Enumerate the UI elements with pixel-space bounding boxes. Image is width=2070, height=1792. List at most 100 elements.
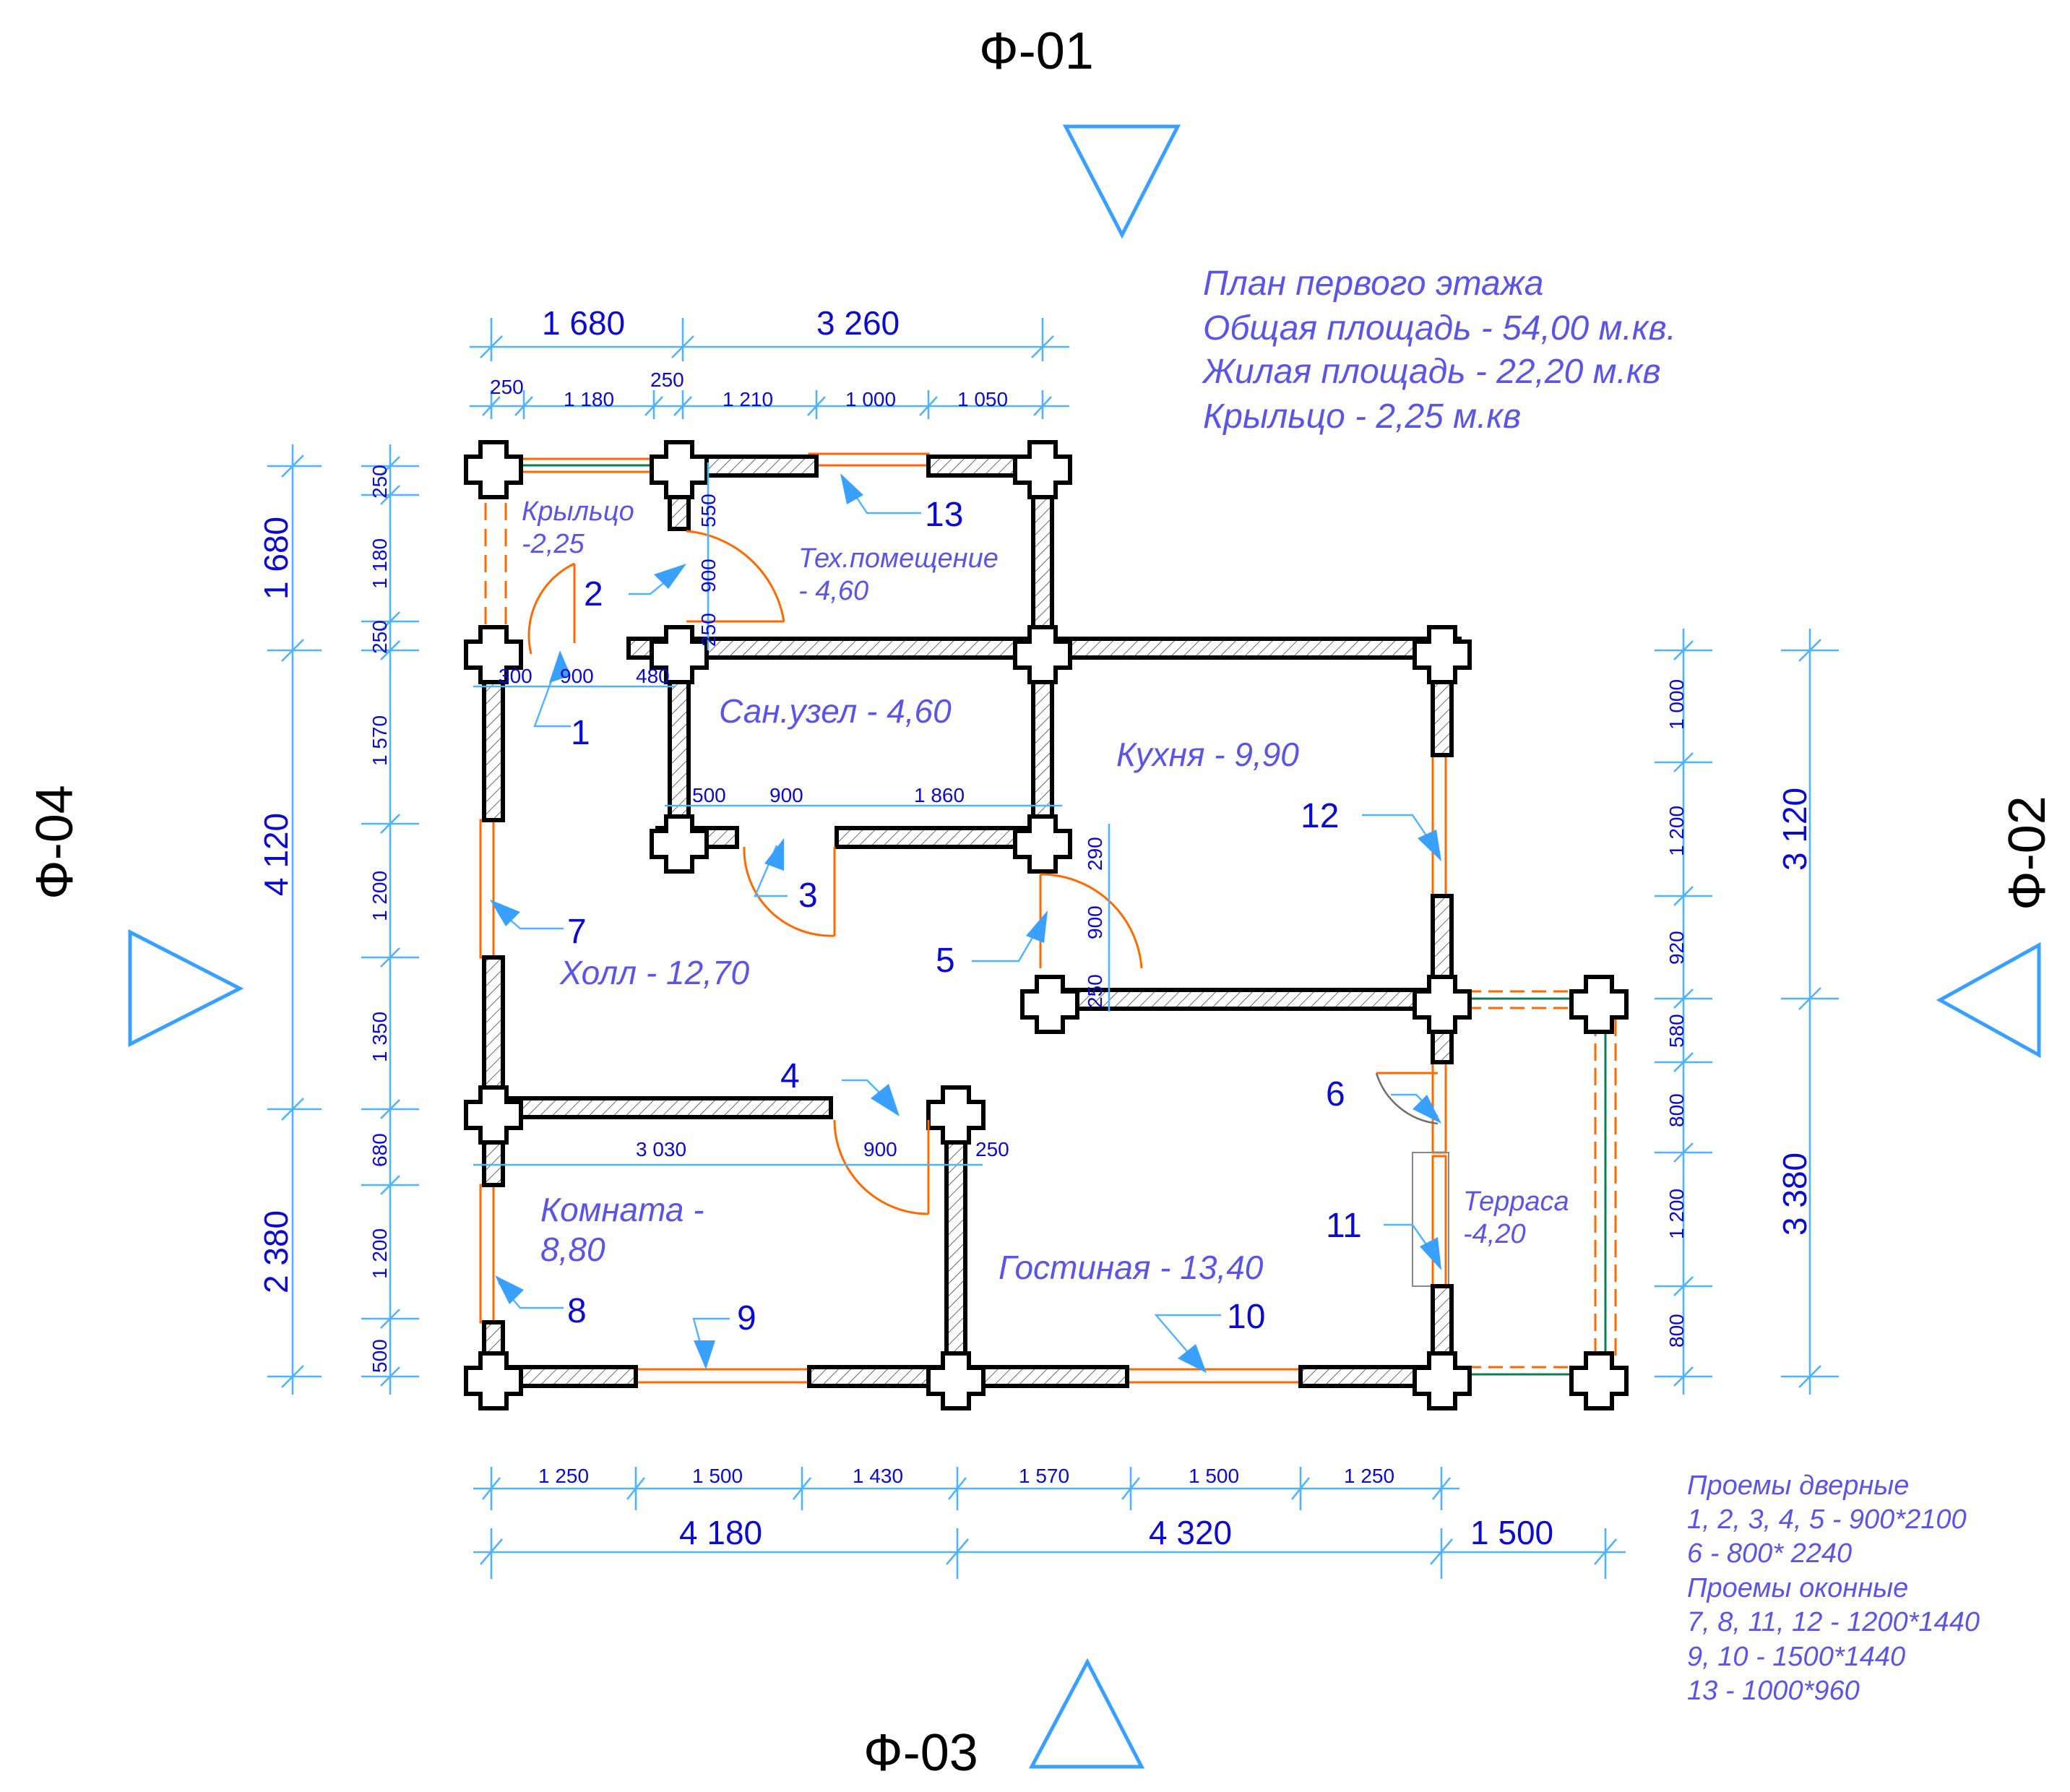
svg-text:6: 6 xyxy=(1326,1075,1345,1113)
svg-text:1 570: 1 570 xyxy=(1019,1465,1069,1487)
svg-text:290: 290 xyxy=(1084,837,1106,871)
svg-text:800: 800 xyxy=(1665,1093,1688,1127)
svg-text:250: 250 xyxy=(1084,974,1106,1008)
svg-text:250: 250 xyxy=(650,369,684,391)
dim-left-main-1: 1 680 xyxy=(257,517,295,600)
room-hall: Холл - 12,70 xyxy=(559,954,750,991)
window-7 xyxy=(479,819,495,959)
facade-triangle-right xyxy=(1936,942,2041,1059)
svg-text:1 200: 1 200 xyxy=(1665,1189,1688,1239)
dimensions-top: 1 680 3 260 250 1 180 250 1 210 1 000 1 … xyxy=(470,304,1069,419)
svg-text:11: 11 xyxy=(1326,1207,1362,1245)
svg-text:1 500: 1 500 xyxy=(1189,1465,1239,1487)
legend-doors-1: 1, 2, 3, 4, 5 - 900*2100 xyxy=(1687,1504,1967,1535)
legend-windows-3: 13 - 1000*960 xyxy=(1687,1676,1860,1706)
svg-text:1 000: 1 000 xyxy=(845,388,896,410)
svg-text:250: 250 xyxy=(975,1138,1009,1160)
svg-text:680: 680 xyxy=(368,1133,391,1167)
marker-7: 7 xyxy=(490,900,587,951)
living-area: Жилая площадь - 22,20 м.кв xyxy=(1202,353,1661,391)
svg-text:1 210: 1 210 xyxy=(723,388,773,410)
porch-area: Крыльцо - 2,25 м.кв xyxy=(1203,397,1521,436)
window-12 xyxy=(1431,754,1447,897)
svg-text:250: 250 xyxy=(368,620,391,654)
svg-text:1 050: 1 050 xyxy=(957,388,1008,410)
legend-windows-2: 9, 10 - 1500*1440 xyxy=(1687,1642,1905,1672)
dim-left-main-3: 2 380 xyxy=(257,1210,295,1293)
room-tech-name: Тех.помещение xyxy=(798,543,999,574)
marker-4: 4 xyxy=(780,1057,900,1116)
dim-bottom-main-1: 4 180 xyxy=(679,1514,762,1551)
marker-6: 6 xyxy=(1326,1075,1441,1124)
svg-text:480: 480 xyxy=(636,665,670,687)
legend-windows-1: 7, 8, 11, 12 - 1200*1440 xyxy=(1687,1607,1980,1637)
svg-text:1 180: 1 180 xyxy=(564,388,614,410)
plan-info-block: План первого этажа Общая площадь - 54,00… xyxy=(1202,264,1676,436)
marker-1: 1 xyxy=(533,650,590,752)
dim-top-main-2: 3 260 xyxy=(816,304,900,342)
svg-text:12: 12 xyxy=(1301,797,1339,835)
facade-triangle-left xyxy=(128,929,244,1048)
svg-text:9: 9 xyxy=(737,1299,756,1337)
room-porch-area: -2,25 xyxy=(522,529,585,559)
room-kitchen: Кухня - 9,90 xyxy=(1116,736,1299,773)
svg-text:1 350: 1 350 xyxy=(368,1012,391,1062)
facade-label-left: Ф-04 xyxy=(26,785,84,900)
svg-text:8: 8 xyxy=(567,1292,587,1330)
legend-doors-2: 6 - 800* 2240 xyxy=(1687,1538,1852,1569)
dimensions-inner: 300 900 480 550 900 250 500 900 1 860 29… xyxy=(473,462,1111,1166)
svg-text:3 030: 3 030 xyxy=(636,1138,686,1160)
window-8 xyxy=(479,1184,495,1324)
total-area: Общая площадь - 54,00 м.кв. xyxy=(1203,309,1676,348)
svg-text:900: 900 xyxy=(1084,905,1106,939)
marker-9: 9 xyxy=(692,1299,756,1369)
marker-13: 13 xyxy=(840,473,963,534)
dim-bottom-main-3: 1 500 xyxy=(1470,1514,1553,1551)
room-porch-name: Крыльцо xyxy=(522,496,634,527)
svg-text:3: 3 xyxy=(798,876,818,915)
svg-text:500: 500 xyxy=(692,784,726,806)
svg-text:10: 10 xyxy=(1227,1298,1265,1336)
room-terrace-name: Терраса xyxy=(1463,1186,1569,1217)
facade-label-right: Ф-02 xyxy=(1998,796,2056,910)
room-bedroom-area: 8,80 xyxy=(540,1231,605,1268)
facade-marker-left: Ф-04 xyxy=(26,785,244,1048)
svg-text:1 250: 1 250 xyxy=(1344,1465,1394,1487)
legend-doors-title: Проемы дверные xyxy=(1687,1470,1909,1501)
svg-text:250: 250 xyxy=(368,465,391,499)
marker-5: 5 xyxy=(936,910,1048,980)
svg-text:1 200: 1 200 xyxy=(368,1228,391,1279)
facade-label-bottom: Ф-03 xyxy=(863,1724,978,1782)
svg-text:800: 800 xyxy=(1665,1314,1688,1348)
svg-text:900: 900 xyxy=(769,784,803,806)
svg-text:1 200: 1 200 xyxy=(368,871,391,921)
facade-label-top: Ф-01 xyxy=(979,22,1094,80)
facade-marker-top: Ф-01 xyxy=(979,22,1181,239)
svg-text:5: 5 xyxy=(936,942,955,980)
svg-text:1 570: 1 570 xyxy=(368,715,391,766)
window-13 xyxy=(808,452,930,467)
marker-8: 8 xyxy=(495,1275,587,1330)
room-tech-area: - 4,60 xyxy=(798,576,868,606)
dim-right-main-1: 3 120 xyxy=(1776,788,1814,871)
window-9 xyxy=(634,1368,811,1384)
svg-text:500: 500 xyxy=(368,1339,391,1373)
marker-12: 12 xyxy=(1301,797,1441,861)
svg-text:900: 900 xyxy=(560,665,594,687)
svg-text:250: 250 xyxy=(697,613,720,647)
svg-text:250: 250 xyxy=(490,376,524,398)
svg-text:1 200: 1 200 xyxy=(1665,806,1688,856)
room-living: Гостиная - 13,40 xyxy=(999,1249,1264,1286)
svg-text:4: 4 xyxy=(780,1057,800,1095)
facade-marker-right: Ф-02 xyxy=(1936,796,2056,1059)
svg-text:580: 580 xyxy=(1665,1014,1688,1048)
door-6-frame xyxy=(1431,1061,1447,1154)
dim-top-main-1: 1 680 xyxy=(542,304,625,342)
marker-3: 3 xyxy=(754,838,818,915)
svg-text:1 500: 1 500 xyxy=(692,1465,743,1487)
svg-text:1 180: 1 180 xyxy=(368,538,391,589)
dim-left-main-2: 4 120 xyxy=(257,813,295,896)
marker-2: 2 xyxy=(584,564,686,613)
svg-text:900: 900 xyxy=(697,559,720,593)
svg-text:13: 13 xyxy=(925,496,963,534)
